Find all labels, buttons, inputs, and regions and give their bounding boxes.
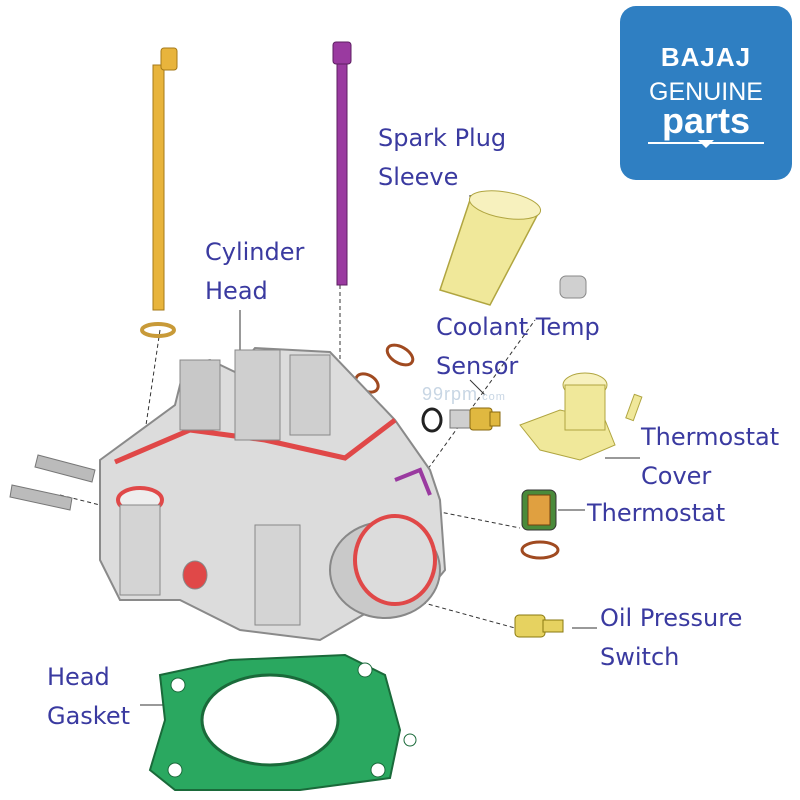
small-plug: [559, 275, 587, 299]
gold-head-bolt: [140, 47, 178, 338]
thermostat-part: [521, 489, 557, 531]
purple-head-bolt: [332, 41, 352, 286]
spark-plug-sleeve: [439, 190, 542, 306]
logo-arrow-icon: [698, 140, 714, 148]
head-gasket: [148, 653, 417, 791]
coolant-temp-sensor-part: [449, 407, 501, 431]
watermark: 99rpm.com: [422, 384, 506, 404]
cylinder-head: [99, 346, 447, 642]
label-thermostat: Thermostat: [587, 499, 726, 527]
oil-pressure-switch-part: [514, 614, 564, 638]
logo-line2: parts: [661, 100, 751, 141]
studs: [9, 454, 96, 511]
logo-brand: BAJAJ: [660, 42, 752, 72]
logo-line1: GENUINE: [649, 78, 763, 106]
bajaj-genuine-parts-logo: BAJAJ GENUINE parts: [620, 6, 792, 180]
thermostat-cover-part: [519, 372, 643, 461]
